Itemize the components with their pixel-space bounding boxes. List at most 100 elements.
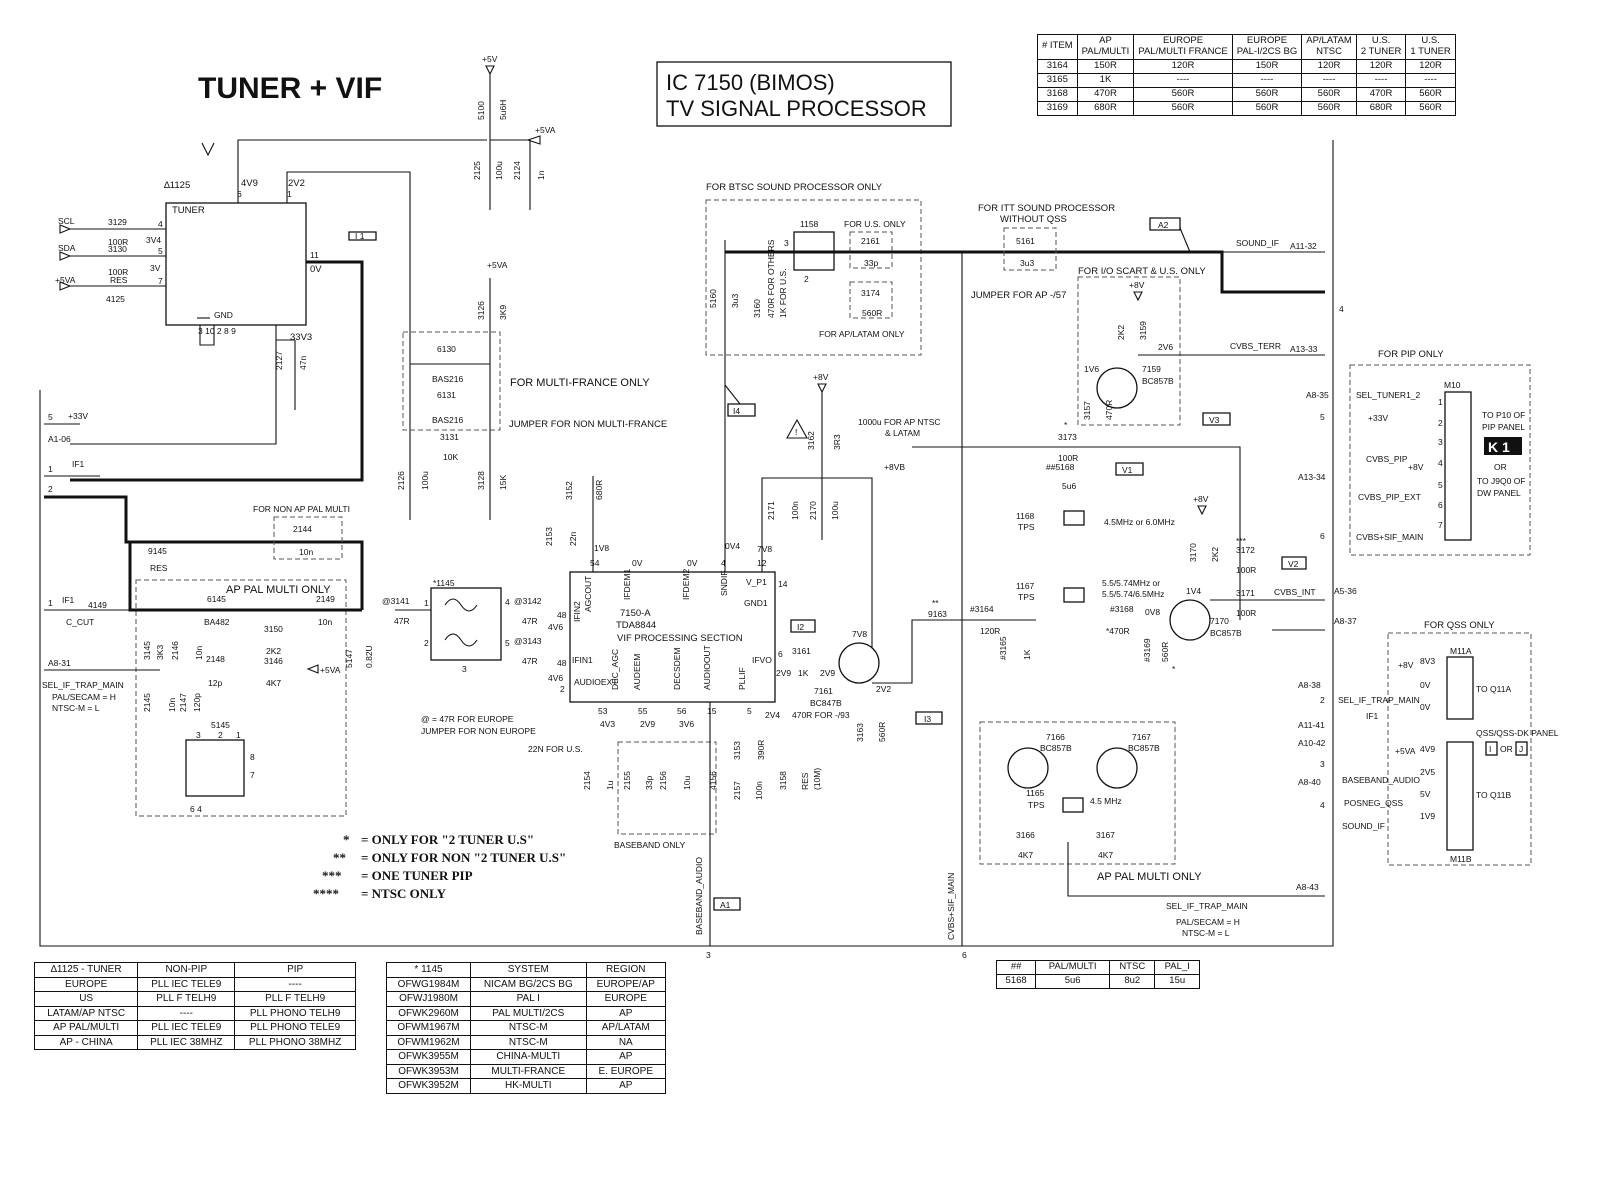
table-cell: 15u	[1154, 973, 1200, 989]
wire-4v9	[237, 139, 487, 203]
connector-m10-body	[1444, 391, 1472, 541]
filter-1158-ref: 1158	[800, 219, 819, 229]
filter-1165-body	[1062, 797, 1084, 813]
flag-i3	[915, 711, 943, 725]
svg-text:AGCOUT: AGCOUT	[583, 576, 593, 612]
svg-text:SCL: SCL	[58, 216, 75, 226]
svg-text:SDA: SDA	[58, 243, 76, 253]
tuner-block	[165, 202, 307, 326]
transistor-7170	[1169, 599, 1211, 641]
svg-text:0V: 0V	[1420, 680, 1431, 690]
table-cell: NTSC-M	[470, 1020, 587, 1036]
note-btsc: FOR BTSC SOUND PROCESSOR ONLY	[706, 182, 883, 193]
region-5161	[1003, 227, 1057, 271]
flag-i2-label: I2	[797, 622, 804, 632]
badge-j	[1515, 741, 1528, 756]
res-3128: 3128	[476, 471, 486, 490]
filter-1165-tps: TPS	[1028, 800, 1045, 810]
svg-text:2: 2	[560, 684, 565, 694]
note-pip-only: FOR PIP ONLY	[1378, 349, 1444, 360]
svg-text:48: 48	[557, 658, 567, 668]
svg-text:2V5: 2V5	[1420, 767, 1435, 777]
label-7159: 7159	[1142, 364, 1161, 374]
res-3165: #3165	[998, 636, 1008, 660]
svg-text:CVBS_PIP_EXT: CVBS_PIP_EXT	[1358, 492, 1421, 502]
note-qss-only: FOR QSS ONLY	[1424, 620, 1495, 631]
svg-text:4V6: 4V6	[548, 673, 563, 683]
svg-text:SOUND_IF: SOUND_IF	[1342, 821, 1385, 831]
pin-6: 6	[237, 189, 242, 199]
legend: * = ONLY FOR "2 TUNER U.S" ** = ONLY FOR…	[313, 832, 566, 901]
note-22n-us: 22N FOR U.S.	[528, 744, 583, 754]
note-freq-45b: 4.5 MHz	[1090, 796, 1122, 806]
pin-4-right: 4	[1339, 304, 1344, 314]
note-baseband: BASEBAND ONLY	[614, 840, 686, 850]
label-0v8: 0V8	[1145, 607, 1160, 617]
coil-pin-2: 2	[218, 730, 223, 740]
res-3173: 3173	[1058, 432, 1077, 442]
flag-i4-leader	[724, 384, 741, 405]
wire-8vb	[761, 477, 873, 650]
cap-2170: 2170	[808, 501, 818, 520]
res-9145: 9145	[148, 546, 167, 556]
label-bc857b-b: BC857B	[1210, 628, 1242, 638]
note-for-others: 470R FOR OTHERS	[766, 239, 776, 318]
supply-5100: +5V 5100 5u6H +5VA 2125 100u 2124 1n	[472, 54, 556, 210]
coil-5145-box	[185, 739, 245, 797]
cap-2153: 2153	[544, 527, 554, 546]
th-item: # ITEM	[1037, 34, 1078, 60]
res-1k-b: 1K	[1022, 649, 1032, 660]
table-cell: 3169	[1037, 100, 1078, 116]
note-sel-if-right: SEL_IF_TRAP_MAIN	[1166, 901, 1248, 911]
cap-47n: 47n	[298, 356, 308, 370]
warning-mark: !	[795, 427, 797, 437]
table-cell: OFWK3952M	[385, 1078, 472, 1094]
region-non-ap	[273, 516, 343, 560]
svg-text:DECSDEM: DECSDEM	[672, 647, 682, 690]
table-cell: 3164	[1037, 58, 1078, 74]
stars-3172: ***	[1236, 536, 1247, 546]
th-pal-i: PAL_I	[1154, 960, 1200, 975]
table-item-values: # ITEM AP PAL/MULTI EUROPE PAL/MULTI FRA…	[1037, 34, 1456, 116]
flag-a1-label: A1	[720, 900, 731, 910]
table-cell: PLL PHONO TELH9	[234, 1005, 356, 1021]
baseband-caps: 2154 1u 2155 33p 2156 10u 4156 3153 390R…	[582, 740, 822, 800]
note-pal-secam-left: PAL/SECAM = H	[52, 692, 116, 702]
note-ap-pal-multi-2: AP PAL MULTI ONLY	[1097, 871, 1202, 883]
svg-text:3: 3	[1438, 437, 1443, 447]
svg-text:2155: 2155	[622, 771, 632, 790]
table-cell: HK-MULTI	[470, 1078, 587, 1094]
res-3164: #3164	[970, 604, 994, 614]
svg-text:5147: 5147	[344, 649, 354, 668]
svg-text:+5V: +5V	[482, 54, 498, 64]
table-header-row: * 1145 SYSTEM REGION	[385, 962, 667, 978]
th-system: SYSTEM	[470, 962, 587, 978]
note-ntsc-right: NTSC-M = L	[1182, 928, 1230, 938]
pin-a8-37: A8-37	[1334, 616, 1357, 626]
connector-m11a: M11A	[1450, 646, 1472, 656]
filter-pin-2: 2	[804, 274, 809, 284]
wire-cvbs	[872, 619, 1036, 684]
note-to-j9q0-a: TO J9Q0 OF	[1477, 476, 1526, 486]
res-2k2: 2K2	[266, 646, 281, 656]
note-io-scart: FOR I/O SCART & U.S. ONLY	[1078, 266, 1206, 277]
table-cell: 5u6	[1035, 973, 1111, 989]
svg-text:55: 55	[638, 706, 648, 716]
label-baseband-audio: BASEBAND_AUDIO	[694, 857, 704, 935]
pin-1b: 1	[48, 598, 53, 608]
pin-11: 11	[310, 250, 319, 260]
coil-pin-8: 8	[250, 752, 255, 762]
table-cell: 120R	[1301, 58, 1357, 74]
svg-text:0V: 0V	[687, 558, 698, 568]
table-cell: 3168	[1037, 86, 1078, 102]
badge-i	[1485, 741, 1498, 756]
label-7161: 7161	[814, 686, 833, 696]
pin-4v9: 4V9	[241, 178, 258, 189]
